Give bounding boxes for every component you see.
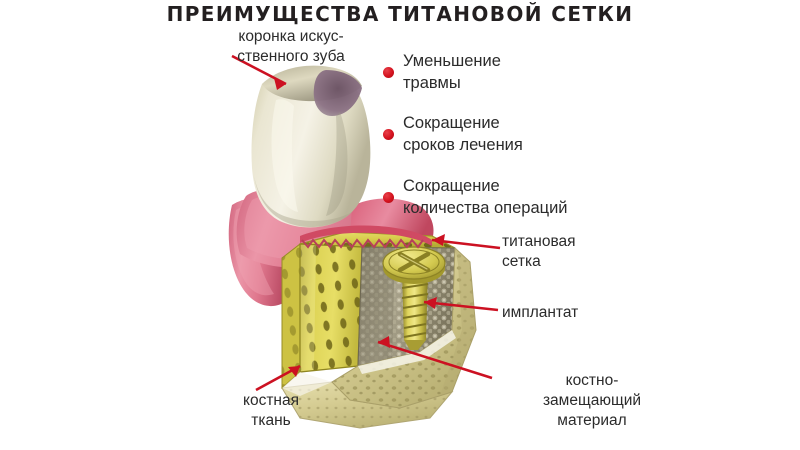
leader-arrowheads xyxy=(274,78,445,377)
bullet-dot-icon xyxy=(383,128,394,140)
benefit-label-2: Сокращение сроков лечения xyxy=(403,114,523,155)
benefit-label-3: Сокращение количества операций xyxy=(403,177,568,218)
benefit-item-3: Сокращение количества операций xyxy=(383,175,638,219)
bullet-dot-icon xyxy=(383,66,394,78)
benefit-label-1: Уменьшение травмы xyxy=(403,52,501,93)
benefit-item-2: Сокращение сроков лечения xyxy=(383,112,623,156)
callout-bone-tissue: костная ткань xyxy=(243,392,299,430)
leader-crown xyxy=(231,54,287,86)
implant-screw xyxy=(382,246,446,350)
bullet-dot-icon xyxy=(383,191,394,203)
gum-cut-edge xyxy=(300,225,432,249)
callout-crown: коронка искус- ственного зуба xyxy=(237,28,345,66)
callout-implant: имплантат xyxy=(502,304,579,321)
leader-implant xyxy=(423,300,499,312)
titanium-mesh-face xyxy=(299,243,363,373)
benefit-item-1: Уменьшение травмы xyxy=(383,50,613,94)
callout-bone-substitute: костно- замещающий материал xyxy=(542,372,642,430)
titanium-mesh-edge xyxy=(281,242,301,390)
callout-titanium-mesh: титановая сетка xyxy=(502,233,576,271)
leader-graft xyxy=(377,340,493,380)
screw-cross-slot xyxy=(397,251,431,273)
artificial-crown xyxy=(251,65,371,228)
page-title: ПРЕИМУЩЕСТВА ТИТАНОВОЙ СЕТКИ xyxy=(166,2,634,26)
